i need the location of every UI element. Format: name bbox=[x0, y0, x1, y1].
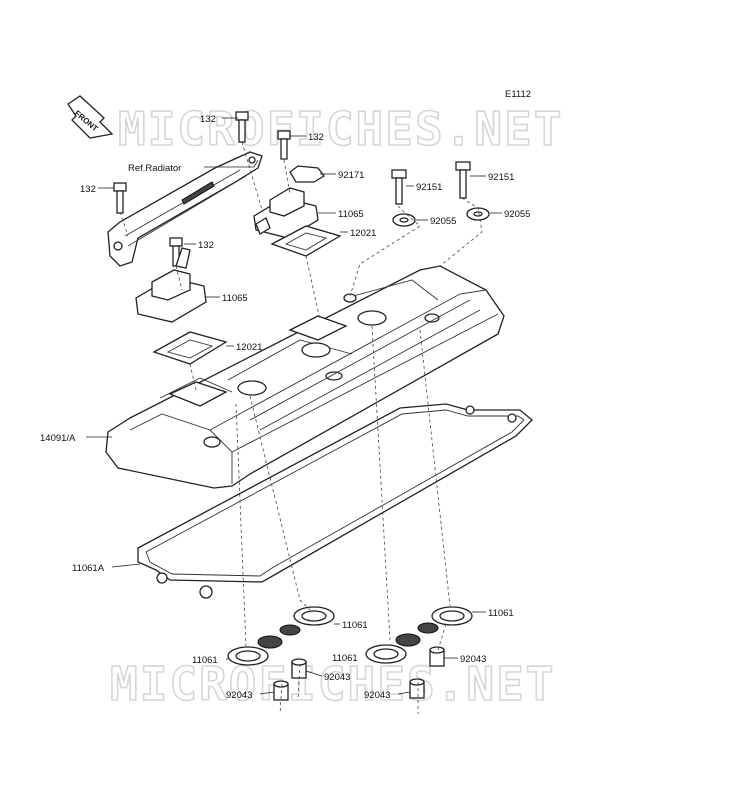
label-132-c: 132 bbox=[80, 184, 96, 195]
front-arrow-icon: FRONT bbox=[67, 95, 114, 139]
label-11065-lower: 11065 bbox=[222, 293, 248, 304]
clamp-92171 bbox=[289, 165, 325, 183]
bolt-92151-a bbox=[391, 169, 407, 205]
label-12021-upper: 12021 bbox=[350, 228, 376, 239]
watermark-top: MICROFICHES.NET bbox=[118, 102, 563, 156]
label-92043-d: 92043 bbox=[364, 690, 390, 701]
label-92151-b: 92151 bbox=[488, 172, 514, 183]
label-92055-b: 92055 bbox=[504, 209, 530, 220]
bolt-132-b bbox=[277, 130, 291, 160]
gasket-12021-lower bbox=[152, 331, 228, 365]
diagram-code: E1112 bbox=[505, 89, 531, 100]
label-92043-c: 92043 bbox=[460, 654, 486, 665]
head-cover-gasket-11061A bbox=[137, 403, 533, 599]
seal-11061-a bbox=[293, 606, 335, 626]
label-11061-c: 11061 bbox=[332, 653, 358, 664]
leader-lines bbox=[86, 117, 502, 695]
seal-11061-b bbox=[227, 624, 301, 666]
watermark-bottom: MICROFICHES.NET bbox=[110, 657, 555, 711]
collar-92043-a bbox=[291, 658, 307, 679]
label-11061-d: 11061 bbox=[488, 608, 514, 619]
washer-92055-a bbox=[392, 213, 416, 227]
label-92171: 92171 bbox=[338, 170, 364, 181]
label-92043-a: 92043 bbox=[324, 672, 350, 683]
collar-92043-b bbox=[273, 680, 289, 701]
collar-92043-c bbox=[429, 646, 445, 667]
radiator-bracket bbox=[107, 151, 263, 267]
label-11061-a: 11061 bbox=[342, 620, 368, 631]
label-14091A: 14091/A bbox=[40, 433, 76, 444]
assembly-lines bbox=[119, 141, 483, 715]
label-11061-b: 11061 bbox=[192, 655, 218, 666]
collar-92043-d bbox=[409, 678, 425, 699]
label-92055-a: 92055 bbox=[430, 216, 456, 227]
gasket-12021-upper bbox=[270, 225, 342, 257]
label-11065-upper: 11065 bbox=[338, 209, 364, 220]
cap-11065-upper bbox=[253, 187, 319, 239]
label-92151-a: 92151 bbox=[416, 182, 442, 193]
seal-11061-d bbox=[365, 633, 421, 664]
label-132-b: 132 bbox=[308, 132, 324, 143]
cap-11065-lower bbox=[135, 247, 207, 323]
label-92043-b: 92043 bbox=[226, 690, 252, 701]
label-132-a: 132 bbox=[200, 114, 216, 125]
cylinder-head-cover bbox=[105, 265, 505, 489]
label-12021-lower: 12021 bbox=[236, 342, 262, 353]
label-ref-radiator: Ref.Radiator bbox=[128, 163, 181, 174]
bolt-132-c bbox=[113, 182, 127, 214]
label-11061A: 11061A bbox=[72, 563, 105, 574]
bolt-92151-b bbox=[455, 161, 471, 199]
label-132-d: 132 bbox=[198, 240, 214, 251]
seal-11061-c bbox=[417, 606, 473, 634]
